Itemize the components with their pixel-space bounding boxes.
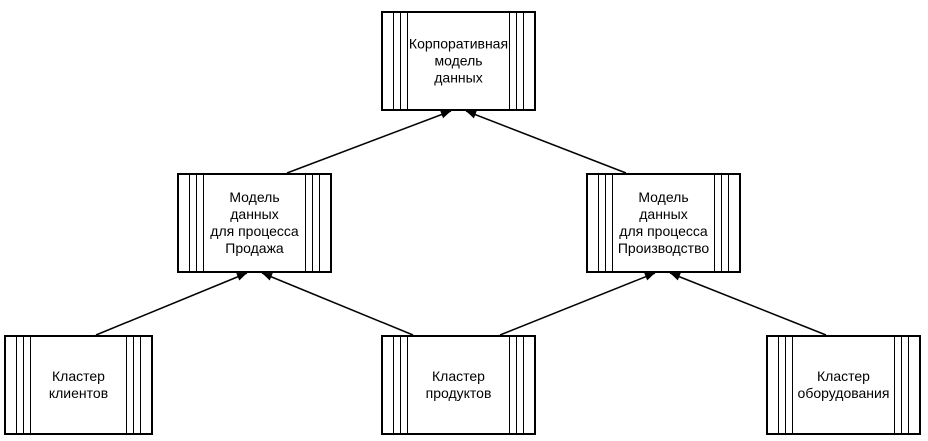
arrowhead-products-to-production — [644, 273, 655, 281]
node-clients-label: Кластер клиентов — [48, 368, 109, 401]
node-sales-label: Модель данных для процесса Продажа — [210, 189, 299, 256]
node-equipment-cluster: Кластер оборудования — [766, 335, 921, 435]
node-clients-cluster: Кластер клиентов — [4, 335, 153, 435]
arrowhead-clients-to-sales — [236, 273, 247, 281]
connector-sales-to-corporate — [286, 110, 452, 174]
node-products-label: Кластер продуктов — [425, 368, 492, 401]
arrowhead-products-to-sales — [262, 273, 273, 281]
arrowhead-equipment-to-production — [670, 272, 681, 281]
connector-products-to-sales — [261, 272, 414, 336]
node-corporate-data-model: Корпоративная модель данных — [381, 11, 536, 111]
node-corporate-label: Корпоративная модель данных — [408, 35, 509, 86]
node-production-data-model: Модель данных для процесса Производство — [586, 173, 741, 273]
connector-production-to-corporate — [465, 110, 627, 174]
node-products-cluster: Кластер продуктов — [381, 335, 536, 435]
node-production-label: Модель данных для процесса Производство — [617, 189, 710, 256]
connector-equipment-to-production — [669, 272, 827, 336]
arrowhead-sales-to-corporate — [440, 110, 451, 119]
connector-products-to-production — [499, 272, 656, 336]
connector-clients-to-sales — [95, 272, 248, 336]
node-sales-data-model: Модель данных для процесса Продажа — [177, 173, 332, 273]
node-equipment-label: Кластер оборудования — [797, 368, 890, 401]
arrowhead-production-to-corporate — [466, 110, 477, 119]
